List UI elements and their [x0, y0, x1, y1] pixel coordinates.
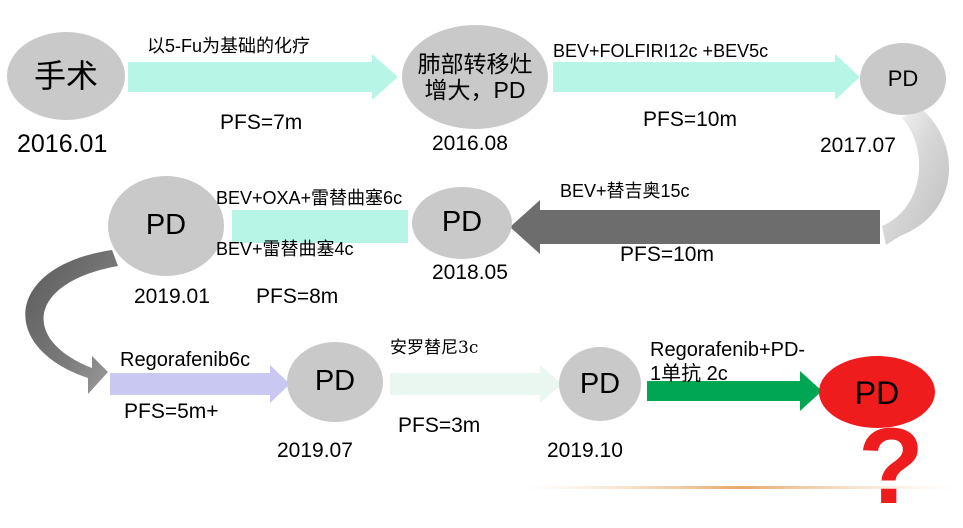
curve-connector-left — [25, 250, 118, 394]
arrow-anlotinib — [390, 365, 562, 403]
node-pd-final — [819, 356, 935, 428]
node-pd-2019-10-label: PD — [579, 368, 621, 401]
arrow-regorafenib-pd1 — [647, 371, 822, 411]
bottom-divider — [520, 486, 960, 489]
arrow-bev-tegafur — [510, 200, 880, 254]
node-pd-2019-01 — [108, 176, 224, 276]
arrow-bev-folfiri — [553, 54, 860, 100]
node-pd-2018-label: PD — [441, 206, 483, 239]
treatment-regorafenib-pd1-line1: Regorafenib+PD- — [650, 339, 806, 361]
pfs-4: PFS=8m — [256, 285, 339, 308]
pfs-5: PFS=5m+ — [124, 400, 219, 423]
arrow-regorafenib — [110, 365, 290, 403]
node-pd-2017-label: PD — [887, 66, 919, 92]
treatment-bev-tegafur: BEV+替吉奥15c — [560, 181, 690, 201]
node-pd-2019-10 — [559, 347, 641, 421]
node-lung-enlarge — [402, 25, 548, 129]
node-lung-enlarge-label: 肺部转移灶 增大，PD — [402, 47, 548, 107]
arrow-bev-oxa-raltitrexed — [232, 210, 408, 243]
node-pd-2019-07-label: PD — [314, 365, 356, 398]
question-mark: ? — [858, 405, 924, 526]
treatment-anlotinib: 安罗替尼3c — [390, 338, 479, 358]
node-pd-final-label: PD — [854, 374, 900, 411]
node-surgery — [7, 32, 125, 120]
pfs-2: PFS=10m — [643, 108, 737, 131]
date-2019-07: 2019.07 — [277, 439, 353, 462]
node-lung-enlarge-line2: 增大，PD — [424, 77, 526, 103]
node-pd-2018 — [412, 187, 512, 259]
curve-connector-right — [882, 106, 950, 245]
node-pd-2017 — [860, 43, 946, 115]
arrow-chemo-5fu — [128, 54, 398, 100]
node-surgery-label: 手术 — [33, 57, 98, 94]
date-2019-01: 2019.01 — [134, 285, 210, 308]
treatment-regorafenib: Regorafenib6c — [120, 349, 251, 371]
node-lung-enlarge-line1: 肺部转移灶 — [417, 50, 533, 77]
pfs-1: PFS=7m — [220, 111, 303, 134]
date-2019-10: 2019.10 — [547, 439, 623, 462]
date-2016-08: 2016.08 — [432, 132, 508, 155]
treatment-bev-folfiri: BEV+FOLFIRI12c +BEV5c — [553, 41, 769, 61]
pfs-3: PFS=10m — [620, 243, 714, 266]
treatment-chemo-5fu: 以5-Fu为基础的化疗 — [147, 36, 311, 56]
pfs-6: PFS=3m — [398, 414, 481, 437]
date-2016-01: 2016.01 — [17, 130, 108, 158]
treatment-bev-oxa-raltitrexed: BEV+OXA+雷替曲塞6c — [216, 188, 403, 208]
date-2018-05: 2018.05 — [432, 261, 508, 284]
treatment-bev-raltitrexed: BEV+雷替曲塞4c — [216, 239, 354, 259]
node-pd-2019-07 — [287, 342, 383, 422]
treatment-regorafenib-pd1-line2: 1单抗 2c — [650, 363, 728, 385]
date-2017-07: 2017.07 — [820, 134, 896, 157]
node-pd-2019-01-label: PD — [145, 209, 187, 242]
